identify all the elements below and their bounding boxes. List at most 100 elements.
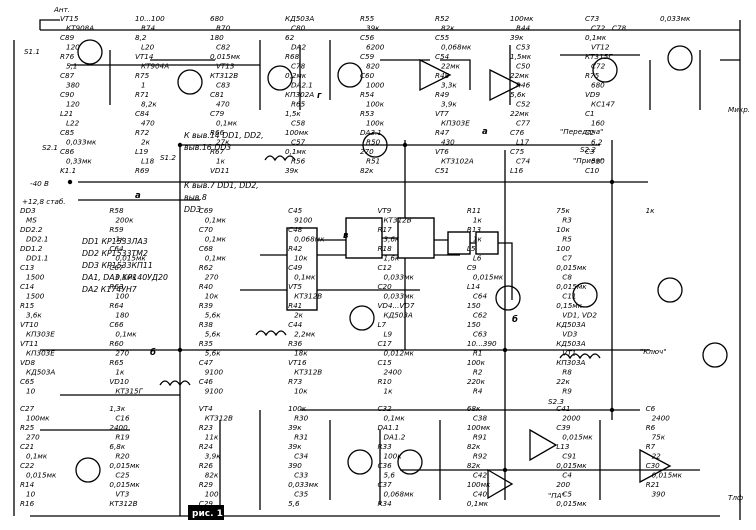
component-label: C15	[378, 358, 393, 367]
component-label: 75к	[652, 433, 666, 442]
component-label: R18	[378, 244, 393, 253]
da2-amp-body	[419, 58, 452, 92]
component-label: 8,2	[135, 33, 147, 42]
component-label: 270	[205, 273, 219, 282]
component-label: C49	[288, 263, 303, 272]
component-label: КТ908А	[66, 24, 94, 33]
component-label: L19	[135, 147, 149, 156]
component-label: 0,068мк	[294, 235, 325, 244]
da3-amp-body	[489, 68, 522, 102]
component-label: C78	[291, 62, 306, 71]
component-label: C46	[199, 377, 214, 386]
junction-dot	[177, 347, 183, 353]
component-label: 100мк	[510, 14, 534, 23]
component-label: 3,9к	[441, 100, 457, 109]
component-label: 180	[115, 311, 129, 320]
component-label: 1к	[473, 216, 483, 225]
component-label: C76	[510, 128, 525, 137]
component-label: R17	[378, 225, 393, 234]
component-label: C47	[199, 358, 214, 367]
switch-s2-2: S2.2	[580, 145, 596, 154]
component-label: C72...C78	[591, 24, 627, 33]
component-label: VD8	[20, 358, 35, 367]
component-label: КТ312В	[205, 414, 233, 423]
component-label: 0,1мк	[26, 452, 48, 461]
l7-coil	[255, 330, 287, 337]
component-label: 100к	[384, 452, 403, 461]
ic-notes: DD1 КР1533ЛА3 DD2 КР1533ТМ2 DD3 КР1533КП…	[82, 237, 168, 294]
component-label: R69	[135, 166, 150, 175]
note-dd1: DD1 КР1533ЛА3	[82, 237, 148, 246]
component-label: 1,6к	[384, 254, 400, 263]
component-label: L18	[141, 157, 155, 166]
component-labels-top: VT15КТ908АC89120R765,1C87380C90120L21L22…	[60, 14, 691, 175]
component-label: L14	[467, 282, 481, 291]
component-label: 270	[26, 433, 40, 442]
node-v: в	[343, 231, 349, 241]
component-label: 5,6к	[510, 90, 526, 99]
component-label: 0,015мк	[556, 499, 587, 508]
component-label: 8,2к	[141, 100, 157, 109]
component-label: C63	[473, 330, 488, 339]
component-label: 0,015мк	[556, 461, 587, 470]
component-label: VT13	[216, 62, 235, 71]
component-label: 0,015мк	[109, 480, 140, 489]
component-label: R40	[199, 282, 214, 291]
component-label: КД503А	[556, 320, 585, 329]
component-label: 0,1мк	[384, 414, 406, 423]
junction-dot	[67, 179, 73, 185]
component-label: 120	[66, 100, 80, 109]
component-label: 9100	[205, 387, 224, 396]
component-label: 100к	[467, 358, 486, 367]
component-label: C74	[516, 157, 531, 166]
component-label: 0,033мк	[384, 273, 415, 282]
power-note-2: выв.16 DD3	[184, 143, 231, 152]
component-label: КП303А	[556, 358, 585, 367]
component-label: 1500	[26, 292, 45, 301]
component-label: 270	[115, 349, 129, 358]
component-label: 0,068мк	[384, 490, 415, 499]
component-label: VT6	[435, 147, 449, 156]
component-label: C89	[60, 33, 75, 42]
component-label: 0,068мк	[441, 43, 472, 52]
component-label: R16	[20, 499, 35, 508]
component-label: R91	[473, 433, 487, 442]
l14-coil	[559, 353, 601, 360]
label-receive: "Прием"	[573, 156, 604, 165]
component-label: 2400	[652, 414, 671, 423]
component-label: C72	[591, 62, 606, 71]
component-label: 100	[205, 490, 219, 499]
vt15-symbol	[77, 39, 103, 65]
component-label: 82к	[205, 471, 219, 480]
component-label: 75к	[556, 206, 570, 215]
component-label: R25	[20, 423, 35, 432]
component-label: R50	[366, 138, 381, 147]
junction-dot	[177, 142, 183, 148]
component-label: R4	[473, 387, 483, 396]
component-label: C68	[199, 244, 214, 253]
component-label: 430	[441, 138, 455, 147]
component-label: 0,1мк	[115, 273, 137, 282]
component-label: 82к	[467, 442, 481, 451]
component-label: R44	[516, 24, 531, 33]
component-label: C65	[20, 377, 35, 386]
component-label: C8	[562, 273, 572, 282]
dd3-ms-chip	[286, 227, 318, 311]
component-label: R64	[109, 301, 124, 310]
component-label: C66	[109, 320, 124, 329]
component-label: 2,2мк	[294, 330, 316, 339]
component-label: C42	[473, 471, 488, 480]
component-label: 10к	[556, 225, 570, 234]
component-label: C85	[60, 128, 75, 137]
component-label: C17	[378, 339, 393, 348]
component-label: 0,1мк	[216, 119, 238, 128]
component-label: 100мк	[467, 423, 491, 432]
component-label: 0,1мк	[205, 235, 227, 244]
logic-wiring	[317, 237, 513, 300]
component-label: R8	[562, 368, 572, 377]
component-label: 390	[288, 461, 302, 470]
component-label: 1к	[115, 235, 125, 244]
component-label: 82к	[441, 24, 455, 33]
component-label: R30	[294, 414, 309, 423]
